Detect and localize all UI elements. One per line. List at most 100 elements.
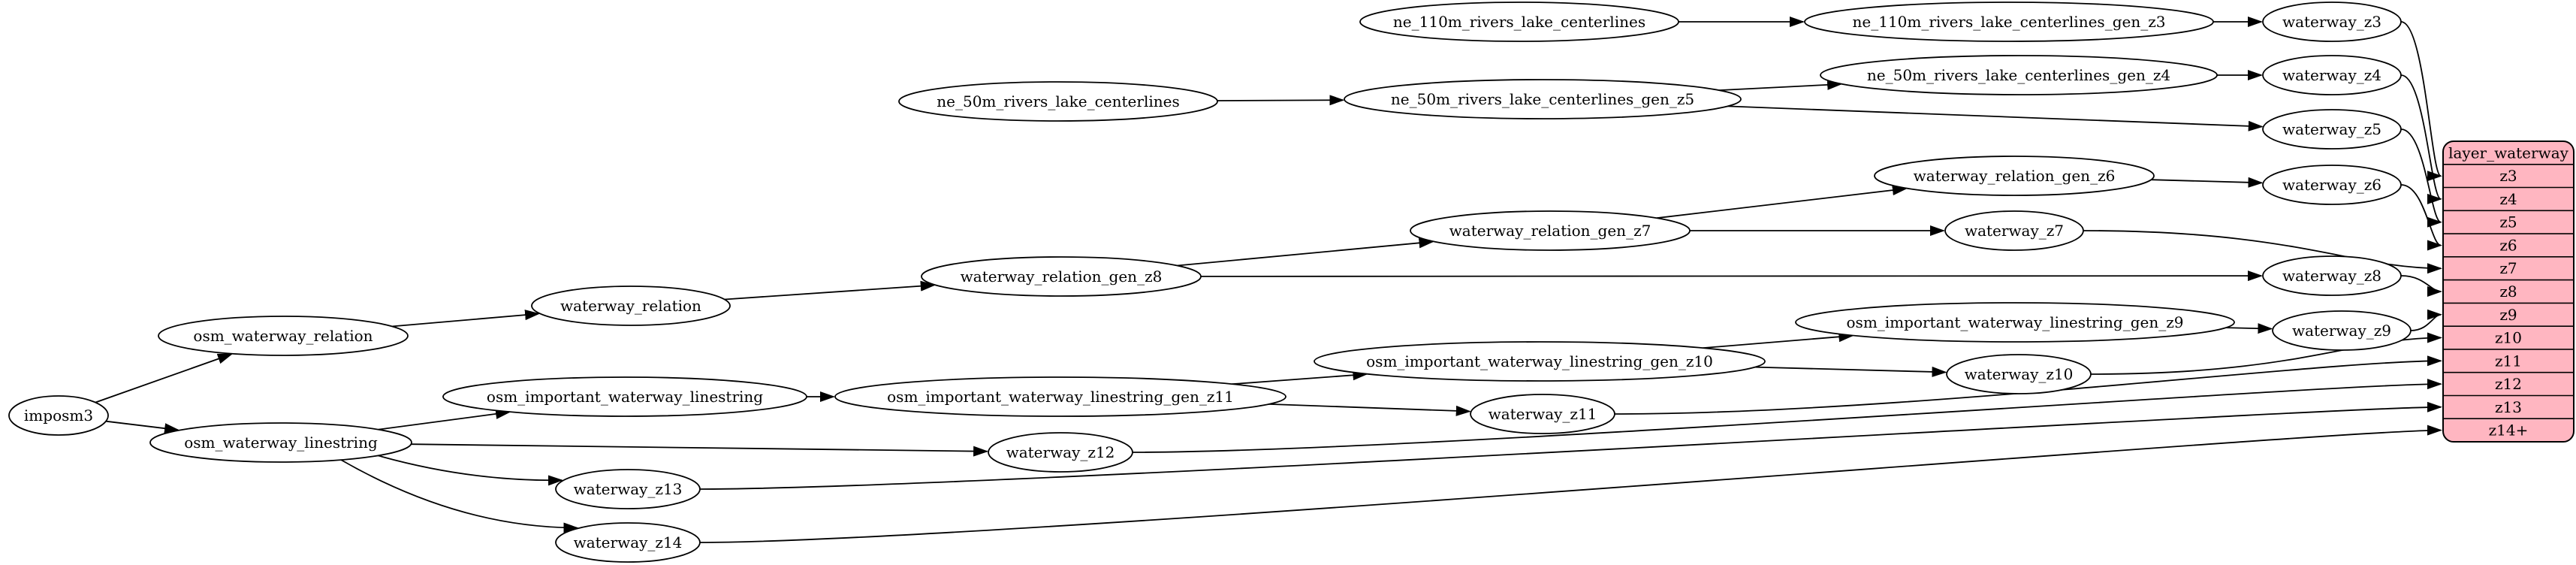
edge-waterway-z9-to-z9	[2410, 309, 2442, 331]
node-label-waterway-z3: waterway_z3	[2282, 13, 2381, 31]
node-label-ne-50m-rivers-lake-centerlines: ne_50m_rivers_lake_centerlines	[937, 92, 1179, 110]
node-shape-waterway-z4	[2262, 55, 2402, 95]
edge-waterway-z7-to-z7	[2083, 230, 2442, 274]
node-label-waterway-z5: waterway_z5	[2282, 120, 2381, 138]
edge-waterway-z14-to-z14plus	[699, 425, 2442, 543]
node-label-ne-110m-rivers-lake-centerlines: ne_110m_rivers_lake_centerlines	[1393, 13, 1645, 31]
node-shape-osm-waterway-relation	[158, 316, 409, 356]
node-ne-110m-rivers-lake-centerlines: ne_110m_rivers_lake_centerlines	[1359, 2, 1679, 42]
edge-waterway-z10-to-z10	[2090, 332, 2442, 375]
node-label-waterway-relation-gen-z6: waterway_relation_gen_z6	[1914, 167, 2116, 185]
node-ne-50m-rivers-lake-centerlines-gen-z5: ne_50m_rivers_lake_centerlines_gen_z5	[1344, 79, 1742, 119]
node-shape-imposm3	[8, 395, 109, 436]
node-waterway-relation: waterway_relation	[531, 286, 731, 326]
node-label-waterway-z12: waterway_z12	[1006, 443, 1115, 461]
table-layer-waterway: layer_waterwayz3z4z5z6z7z8z9z10z11z12z13…	[2442, 140, 2574, 443]
table-row-z14plus: z14+	[2489, 421, 2529, 440]
node-ne-50m-rivers-lake-centerlines: ne_50m_rivers_lake_centerlines	[898, 81, 1218, 122]
node-waterway-z11: waterway_z11	[1470, 394, 1615, 434]
node-shape-osm-important-waterway-linestring-gen-z11	[834, 376, 1286, 417]
node-label-osm-important-waterway-linestring-gen-z11: osm_important_waterway_linestring_gen_z1…	[887, 388, 1234, 406]
node-shape-osm-important-waterway-linestring	[442, 376, 807, 417]
node-label-imposm3: imposm3	[24, 406, 93, 425]
node-osm-important-waterway-linestring: osm_important_waterway_linestring	[442, 376, 807, 417]
node-waterway-z7: waterway_z7	[1944, 210, 2084, 251]
node-shape-ne-50m-rivers-lake-centerlines-gen-z4	[1820, 55, 2218, 95]
table-row-z7: z7	[2499, 259, 2517, 277]
node-shape-waterway-relation	[531, 286, 731, 326]
edge-waterway-relation-gen-z7-to-waterway-relation-gen-z6	[1656, 185, 1908, 219]
node-label-osm-waterway-linestring: osm_waterway_linestring	[184, 434, 378, 452]
node-waterway-z9: waterway_z9	[2272, 310, 2412, 351]
edge-waterway-relation-to-waterway-relation-gen-z8	[724, 280, 936, 301]
node-imposm3: imposm3	[8, 395, 109, 436]
edge-waterway-z6-to-z6	[2400, 184, 2442, 251]
node-label-waterway-relation-gen-z8: waterway_relation_gen_z8	[961, 267, 1163, 286]
edge-imposm3-to-osm-waterway-relation	[95, 353, 233, 403]
edge-waterway-z5-to-z5	[2400, 128, 2442, 228]
node-shape-ne-110m-rivers-lake-centerlines-gen-z3	[1804, 2, 2214, 42]
node-ne-50m-rivers-lake-centerlines-gen-z4: ne_50m_rivers_lake_centerlines_gen_z4	[1820, 55, 2218, 95]
node-label-waterway-z4: waterway_z4	[2282, 66, 2381, 84]
node-waterway-z5: waterway_z5	[2262, 109, 2402, 150]
edge-osm-waterway-relation-to-waterway-relation	[392, 310, 541, 328]
edge-waterway-z13-to-z13	[699, 401, 2442, 490]
edge-osm-waterway-linestring-to-waterway-z12	[411, 443, 989, 457]
node-waterway-z4: waterway_z4	[2262, 55, 2402, 95]
edge-osm-important-waterway-linestring-gen-z9-to-waterway-z9	[2225, 323, 2273, 334]
node-shape-waterway-z14	[555, 522, 701, 563]
node-shape-waterway-z9	[2272, 310, 2412, 351]
node-shape-osm-waterway-linestring	[149, 422, 412, 463]
node-waterway-z13: waterway_z13	[555, 469, 701, 509]
node-shape-waterway-relation-gen-z8	[921, 256, 1202, 297]
table-row-z10: z10	[2495, 329, 2522, 347]
node-shape-osm-important-waterway-linestring-gen-z10	[1314, 341, 1766, 382]
node-shape-osm-important-waterway-linestring-gen-z9	[1795, 302, 2235, 343]
edge-osm-important-waterway-linestring-gen-z10-to-waterway-z10	[1754, 366, 1947, 377]
node-ne-110m-rivers-lake-centerlines-gen-z3: ne_110m_rivers_lake_centerlines_gen_z3	[1804, 2, 2214, 42]
table-title: layer_waterway	[2448, 144, 2569, 162]
edge-osm-waterway-linestring-to-osm-important-waterway-linestring	[378, 408, 511, 431]
node-shape-waterway-z12	[988, 432, 1133, 473]
node-label-waterway-relation: waterway_relation	[560, 297, 701, 315]
edge-imposm3-to-osm-waterway-linestring	[105, 420, 180, 434]
node-osm-waterway-relation: osm_waterway_relation	[158, 316, 409, 356]
node-shape-waterway-z5	[2262, 109, 2402, 150]
edge-osm-important-waterway-linestring-gen-z11-to-osm-important-waterway-linestring-gen-z10	[1232, 370, 1368, 385]
node-waterway-z6: waterway_z6	[2262, 165, 2402, 205]
edge-waterway-z12-to-z12	[1132, 379, 2442, 453]
table-outline	[2442, 140, 2574, 443]
node-shape-waterway-z13	[555, 469, 701, 509]
node-label-waterway-z7: waterway_z7	[1965, 222, 2064, 240]
node-shape-waterway-z8	[2262, 255, 2402, 296]
node-label-osm-waterway-relation: osm_waterway_relation	[193, 327, 373, 345]
node-label-waterway-z13: waterway_z13	[574, 480, 683, 498]
node-label-waterway-z14: waterway_z14	[574, 533, 683, 551]
edge-ne-50m-rivers-lake-centerlines-gen-z5-to-waterway-z5	[1727, 105, 2264, 131]
node-label-ne-50m-rivers-lake-centerlines-gen-z5: ne_50m_rivers_lake_centerlines_gen_z5	[1391, 90, 1694, 108]
node-osm-waterway-linestring: osm_waterway_linestring	[149, 422, 412, 463]
edge-osm-waterway-linestring-to-waterway-z14	[340, 459, 579, 533]
edge-osm-important-waterway-linestring-gen-z11-to-waterway-z11	[1268, 403, 1471, 416]
table-row-z3: z3	[2499, 167, 2517, 185]
node-shape-ne-110m-rivers-lake-centerlines	[1359, 2, 1679, 42]
node-label-ne-110m-rivers-lake-centerlines-gen-z3: ne_110m_rivers_lake_centerlines_gen_z3	[1853, 13, 2166, 31]
node-label-waterway-z6: waterway_z6	[2282, 176, 2381, 194]
edge-ne-50m-rivers-lake-centerlines-to-ne-50m-rivers-lake-centerlines-gen-z5	[1217, 95, 1345, 106]
edge-osm-important-waterway-linestring-gen-z10-to-osm-important-waterway-linestring-gen-z9	[1703, 331, 1854, 349]
table-row-z6: z6	[2499, 237, 2517, 255]
table-row-z8: z8	[2499, 282, 2517, 301]
node-waterway-relation-gen-z8: waterway_relation_gen_z8	[921, 256, 1202, 297]
node-label-waterway-z9: waterway_z9	[2292, 322, 2391, 340]
table-row-z4: z4	[2499, 190, 2517, 208]
node-osm-important-waterway-linestring-gen-z10: osm_important_waterway_linestring_gen_z1…	[1314, 341, 1766, 382]
edge-waterway-relation-gen-z6-to-waterway-z6	[2151, 177, 2264, 188]
table-row-z5: z5	[2499, 213, 2517, 231]
node-label-waterway-z10: waterway_z10	[1965, 365, 2074, 383]
node-shape-waterway-z6	[2262, 165, 2402, 205]
node-waterway-z14: waterway_z14	[555, 522, 701, 563]
edge-waterway-relation-gen-z8-to-waterway-relation-gen-z7	[1177, 237, 1434, 267]
node-shape-waterway-z10	[1946, 354, 2092, 394]
